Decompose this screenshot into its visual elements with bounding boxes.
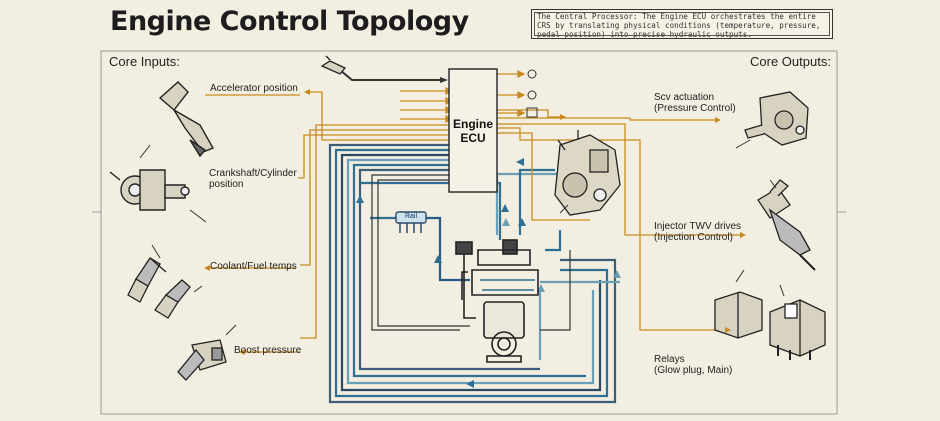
ecu-output-arrows — [497, 70, 526, 117]
description-note: The Central Processor: The Engine ECU or… — [531, 9, 833, 39]
outputs-heading: Core Outputs: — [750, 54, 831, 69]
inputs-heading: Core Inputs: — [109, 54, 180, 69]
ecu-label: Engine ECU — [452, 117, 493, 145]
output-arrowheads — [204, 89, 746, 355]
pedal-sensor — [320, 55, 347, 75]
relays — [714, 291, 826, 360]
label-coolant-fuel-temps: Coolant/Fuel temps — [210, 261, 297, 272]
rail-label: Rail — [404, 213, 418, 220]
pedal-arrow — [440, 77, 448, 83]
mini-indicators — [526, 69, 538, 118]
temp-sensors — [127, 257, 191, 319]
crankshaft-sensor — [109, 169, 190, 211]
sensor-wires — [205, 91, 740, 353]
boost-sensor — [177, 339, 227, 381]
label-accelerator-position: Accelerator position — [210, 83, 298, 94]
pointer-arrows — [139, 139, 785, 336]
label-scv-actuation: Scv actuation (Pressure Control) — [654, 92, 736, 114]
pedal-line — [339, 69, 440, 81]
label-boost-pressure: Boost pressure — [234, 345, 302, 356]
accelerator-pedal — [158, 81, 215, 158]
label-injector-twv: Injector TWV drives (Injection Control) — [654, 221, 742, 243]
rail — [395, 211, 427, 233]
page-title: Engine Control Topology — [110, 6, 469, 37]
ecu-input-arrows — [400, 86, 454, 124]
engine-block — [455, 239, 539, 363]
ecu-box — [448, 68, 498, 193]
diagram-frame — [100, 50, 838, 415]
injector — [757, 179, 816, 271]
supply-pump — [554, 130, 621, 216]
flow-arrows — [356, 158, 621, 388]
label-crankshaft-position: Crankshaft/Cylinder position — [209, 168, 297, 190]
scv-valve — [744, 91, 809, 146]
control-wires — [371, 174, 571, 331]
label-relays: Relays (Glow plug, Main) — [654, 354, 733, 376]
